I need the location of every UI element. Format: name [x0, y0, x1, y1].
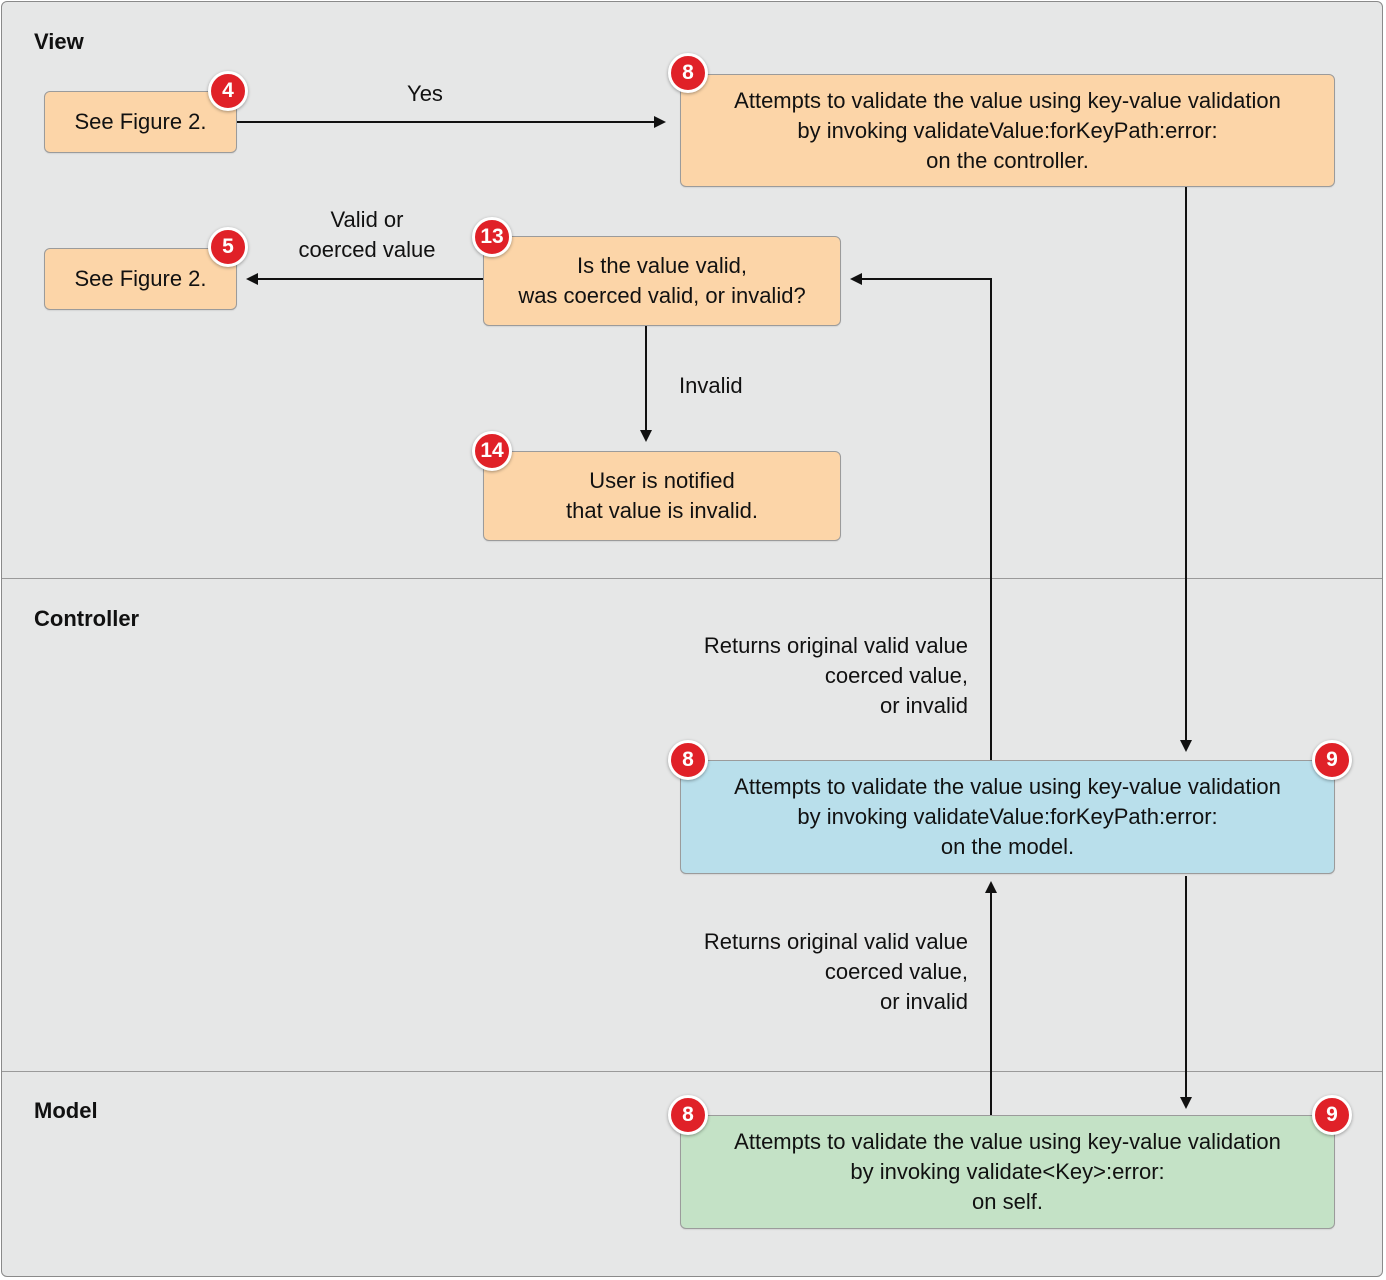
- valid-or-coerced-label: Valid or coerced value: [282, 205, 452, 265]
- label-line: or invalid: [879, 693, 968, 718]
- yes-label: Yes: [407, 81, 443, 106]
- see-figure-text: See Figure 2.: [74, 266, 207, 291]
- returns-upper-label: Returns original valid value coerced val…: [640, 631, 968, 721]
- step-badge-8-model: 8: [668, 1095, 708, 1135]
- box-text-line: by invoking validateValue:forKeyPath:err…: [797, 117, 1218, 143]
- box-text-line: that value is invalid.: [566, 498, 758, 523]
- box-text-line: by invoking validate<Key>:error:: [850, 1159, 1165, 1184]
- view-validate-box: Attempts to validate the value using key…: [680, 74, 1335, 187]
- label-line: coerced value,: [824, 663, 968, 688]
- lane-divider-view-controller: [2, 578, 1382, 579]
- box-text-line: by invoking validateValue:forKeyPath:err…: [797, 804, 1218, 829]
- label-line: Valid or: [330, 207, 404, 232]
- step-badge-8-view: 8: [668, 53, 708, 93]
- returns-lower-label: Returns original valid value coerced val…: [640, 927, 968, 1017]
- step-badge-5: 5: [208, 227, 248, 267]
- user-notified-box: User is notified that value is invalid.: [483, 451, 841, 541]
- step-badge-14: 14: [472, 431, 512, 471]
- step-badge-8-controller: 8: [668, 740, 708, 780]
- lane-title-controller: Controller: [34, 606, 140, 631]
- box-text-line: Attempts to validate the value using key…: [734, 87, 1281, 113]
- box-text-line: User is notified: [589, 468, 735, 493]
- box-text-line: on self.: [972, 1189, 1043, 1214]
- step-badge-9-controller: 9: [1312, 740, 1352, 780]
- step-badge-13: 13: [472, 217, 512, 257]
- label-line: Returns original valid value: [703, 633, 968, 658]
- box-text-line: was coerced valid, or invalid?: [518, 283, 806, 308]
- box-text-line: Attempts to validate the value using key…: [734, 774, 1281, 799]
- see-figure-box-4: See Figure 2.: [44, 91, 237, 153]
- controller-validate-box: Attempts to validate the value using key…: [680, 760, 1335, 874]
- box-text-line: Is the value valid,: [577, 253, 747, 278]
- label-line: coerced value,: [824, 959, 968, 984]
- box-text-line: Attempts to validate the value using key…: [734, 1129, 1281, 1154]
- lane-title-model: Model: [34, 1098, 98, 1123]
- step-badge-4: 4: [208, 71, 248, 111]
- step-badge-9-model: 9: [1312, 1095, 1352, 1135]
- label-line: coerced value: [298, 237, 436, 262]
- see-figure-text: See Figure 2.: [74, 109, 207, 134]
- label-line: Returns original valid value: [703, 929, 968, 954]
- label-line: or invalid: [879, 989, 968, 1014]
- lane-title-view: View: [34, 29, 84, 54]
- lane-divider-controller-model: [2, 1071, 1382, 1072]
- box-text-line: on the controller.: [926, 147, 1089, 173]
- invalid-label: Invalid: [679, 373, 743, 398]
- is-value-valid-box: Is the value valid, was coerced valid, o…: [483, 236, 841, 326]
- box-text-line: on the model.: [940, 834, 1075, 859]
- arrow-controller-returns: [850, 273, 992, 760]
- see-figure-box-5: See Figure 2.: [44, 248, 237, 310]
- model-validate-box: Attempts to validate the value using key…: [680, 1115, 1335, 1229]
